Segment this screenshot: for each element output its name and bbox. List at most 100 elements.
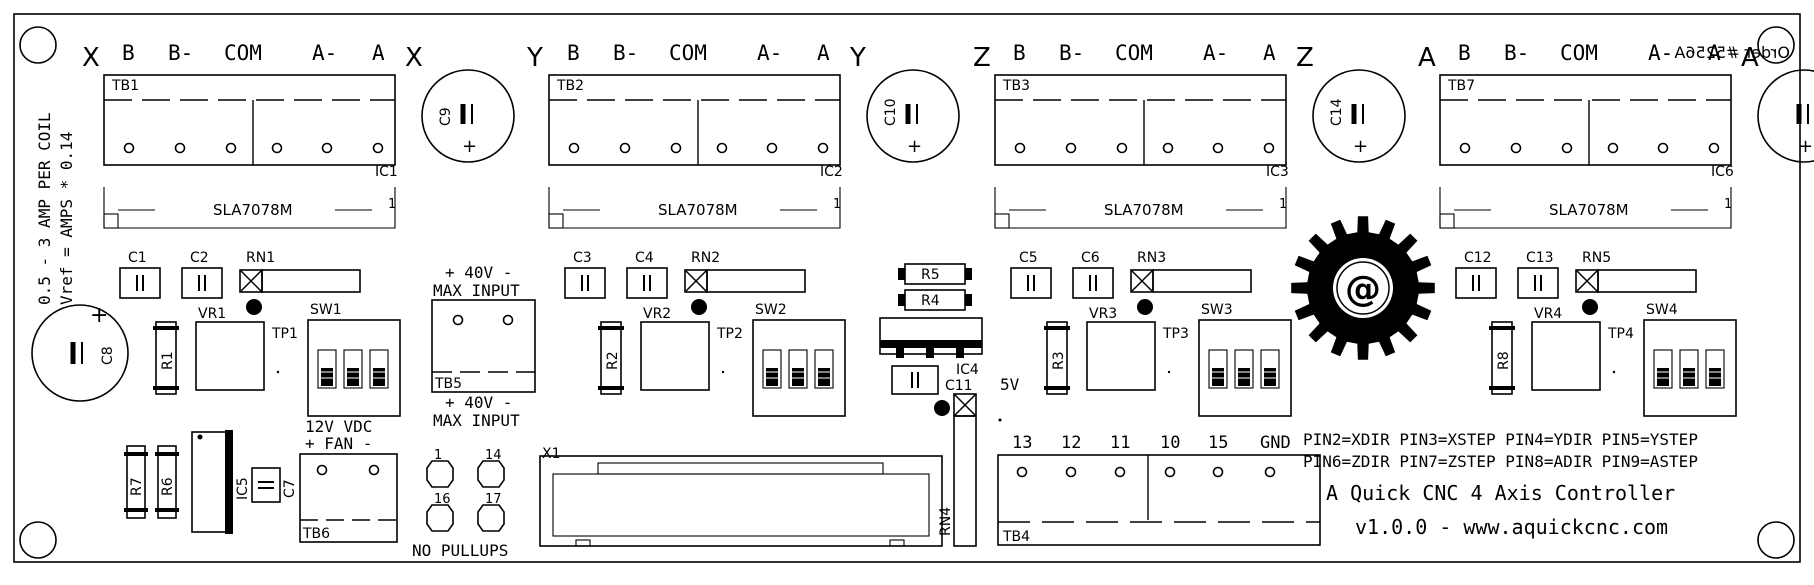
terminal-pad <box>1607 142 1619 154</box>
terminal-label: A- <box>757 41 782 65</box>
vr-ref: VR2 <box>643 306 671 322</box>
electrolytic-cap: +C9 <box>421 69 515 163</box>
rn-ref: RN2 <box>691 250 720 266</box>
terminal-pad <box>1162 142 1174 154</box>
svg-text:+ 40V -: + 40V - <box>445 263 512 282</box>
terminal-pad <box>174 142 186 154</box>
regulator-ic5: IC5 <box>191 430 251 534</box>
terminal-label: A <box>372 41 385 65</box>
cap-ref: C6 <box>1081 250 1100 266</box>
terminal-label: B- <box>1504 41 1529 65</box>
svg-text:C8: C8 <box>100 346 116 365</box>
svg-text:IC5: IC5 <box>235 477 251 500</box>
ic4: IC4 <box>879 317 983 378</box>
terminal-pad <box>123 142 135 154</box>
ceramic-cap: C5 <box>1010 250 1052 299</box>
resistor-r5: R5 <box>898 263 972 285</box>
tb4-pad <box>1016 466 1028 478</box>
terminal-block-ref: TB7 <box>1447 78 1475 94</box>
power-input-tb5: + 40V - MAX INPUT TB5 + 40V - MAX INPUT <box>431 263 536 430</box>
terminal-block-ref: TB1 <box>111 78 139 94</box>
terminal-pad <box>716 142 728 154</box>
terminal-pad <box>1014 142 1026 154</box>
pullup-pad <box>477 460 505 488</box>
svg-text:MAX INPUT: MAX INPUT <box>433 411 520 430</box>
terminal-label: COM <box>224 41 262 65</box>
svg-text:+: + <box>90 303 108 328</box>
svg-text:12V VDC: 12V VDC <box>305 417 372 436</box>
cap-c11: C11 <box>891 365 973 395</box>
pullup-pad <box>426 504 454 532</box>
five-volt-label: 5V <box>1000 375 1020 394</box>
axis-letter-right: Z <box>1296 43 1314 73</box>
svg-text:R6: R6 <box>160 477 176 496</box>
tb4-pad <box>1114 466 1126 478</box>
axis-letter-right: A <box>1741 43 1759 73</box>
terminal-label: COM <box>669 41 707 65</box>
product-title: A Quick CNC 4 Axis Controller <box>1326 481 1675 505</box>
terminal-pad <box>1263 142 1275 154</box>
axis-letter-right: Y <box>849 43 866 73</box>
fan-tb6: 12V VDC + FAN - TB6 <box>299 417 398 543</box>
terminal-pad <box>619 142 631 154</box>
pullup-pin-label: 17 <box>485 492 502 507</box>
terminal-pad <box>670 142 682 154</box>
rn-ref: RN3 <box>1137 250 1166 266</box>
ceramic-cap: C12 <box>1455 250 1497 299</box>
svg-text:+: + <box>1798 136 1813 157</box>
ceramic-cap: C1 <box>119 250 161 299</box>
mounting-hole-tr <box>1757 26 1795 64</box>
terminal-pad <box>1657 142 1669 154</box>
tb4-pad <box>1164 466 1176 478</box>
resistor: R3 <box>1044 321 1070 395</box>
tb4-pin-label: 13 <box>1012 433 1032 453</box>
svg-text:IC4: IC4 <box>956 362 979 378</box>
axis-letter-left: X <box>82 43 100 73</box>
cap-ref: C12 <box>1464 250 1492 266</box>
pin1-marker: 1 <box>833 197 841 212</box>
ic-ref: IC3 <box>1266 164 1289 180</box>
driver-part-number: SLA7078M <box>658 201 738 219</box>
terminal-pad <box>1510 142 1522 154</box>
svg-text:RN4: RN4 <box>938 507 954 536</box>
sw-ref: SW3 <box>1201 302 1233 318</box>
tb4-pin-label: 11 <box>1110 433 1130 453</box>
electrolytic-cap: +C14 <box>1312 69 1406 163</box>
terminal-label: B- <box>613 41 638 65</box>
svg-text:R4: R4 <box>921 293 940 309</box>
cap-ref: C1 <box>128 250 147 266</box>
connector-x1: X1 <box>539 446 943 547</box>
vr-ref: VR3 <box>1089 306 1117 322</box>
test-dot <box>998 418 1002 422</box>
ceramic-cap: C13 <box>1517 250 1559 299</box>
terminal-label: B- <box>1059 41 1084 65</box>
tp-ref: TP3 <box>1162 326 1189 342</box>
driver-part-number: SLA7078M <box>213 201 293 219</box>
terminal-label: A <box>817 41 830 65</box>
ceramic-cap: C3 <box>564 250 606 299</box>
terminal-label: B- <box>168 41 193 65</box>
axis-letter-right: X <box>405 43 423 73</box>
ic-ref: IC6 <box>1711 164 1734 180</box>
terminal-pad <box>1708 142 1720 154</box>
terminal-label: COM <box>1115 41 1153 65</box>
vr-ref: VR1 <box>198 306 226 322</box>
sw-ref: SW1 <box>310 302 342 318</box>
terminal-label: B <box>122 41 135 65</box>
terminal-pad <box>225 142 237 154</box>
svg-text:TB5: TB5 <box>434 376 462 392</box>
tb4-pad <box>1264 466 1276 478</box>
terminal-pad <box>1459 142 1471 154</box>
svg-text:C7: C7 <box>282 479 298 498</box>
terminal-block <box>994 74 1287 166</box>
cap-ref: C2 <box>190 250 209 266</box>
terminal-pad <box>321 142 333 154</box>
terminal-label: A- <box>312 41 337 65</box>
cap-ref: C10 <box>883 98 899 126</box>
terminal-pad <box>766 142 778 154</box>
cap-ref: C4 <box>635 250 654 266</box>
resistor: R1 <box>153 321 179 395</box>
